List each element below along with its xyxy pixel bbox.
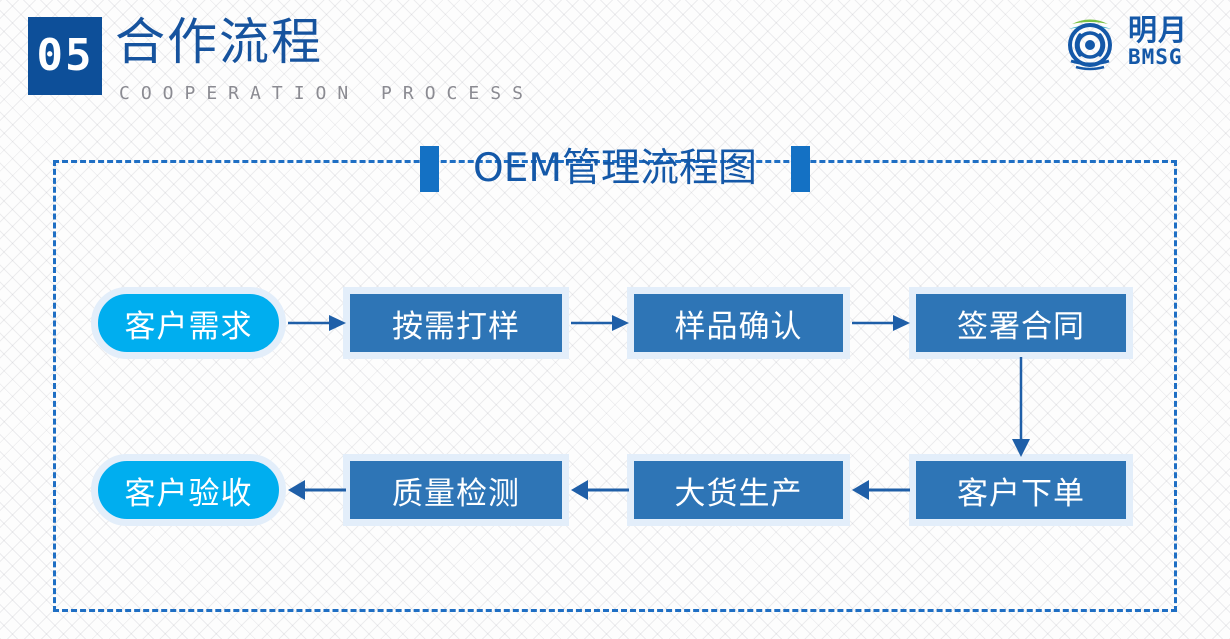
flow-node-customer-acceptance[interactable]: 客户验收 <box>91 454 286 526</box>
brand-logo: 明月 BMSG <box>1058 8 1218 76</box>
flow-diagram-frame <box>53 160 1177 612</box>
slide-header: 05 合作流程 COOPERATION PROCESS 明月 <box>0 0 1230 118</box>
flow-node-sign-contract[interactable]: 签署合同 <box>909 287 1133 359</box>
flow-node-sampling-on-demand[interactable]: 按需打样 <box>343 287 569 359</box>
flow-node-sample-confirmation[interactable]: 样品确认 <box>627 287 850 359</box>
page-title: 合作流程 <box>115 14 323 70</box>
mingyue-globe-logo-icon <box>1058 10 1122 74</box>
flow-diagram-title: OEM管理流程图 <box>473 145 757 191</box>
flow-node-bulk-production[interactable]: 大货生产 <box>627 454 850 526</box>
flow-title-row: OEM管理流程图 <box>0 141 1230 197</box>
logo-name-cn: 明月 <box>1128 13 1189 47</box>
logo-name-en: BMSG <box>1128 45 1183 69</box>
page-subtitle: COOPERATION PROCESS <box>119 83 534 104</box>
logo-wordmark: 明月 BMSG <box>1128 16 1188 68</box>
title-accent-bar-left <box>420 146 439 192</box>
flow-node-quality-inspection[interactable]: 质量检测 <box>343 454 569 526</box>
title-accent-bar-right <box>791 146 810 192</box>
flow-node-customer-requirement[interactable]: 客户需求 <box>91 287 286 359</box>
flow-node-customer-order[interactable]: 客户下单 <box>909 454 1133 526</box>
section-number-badge: 05 <box>28 17 102 95</box>
